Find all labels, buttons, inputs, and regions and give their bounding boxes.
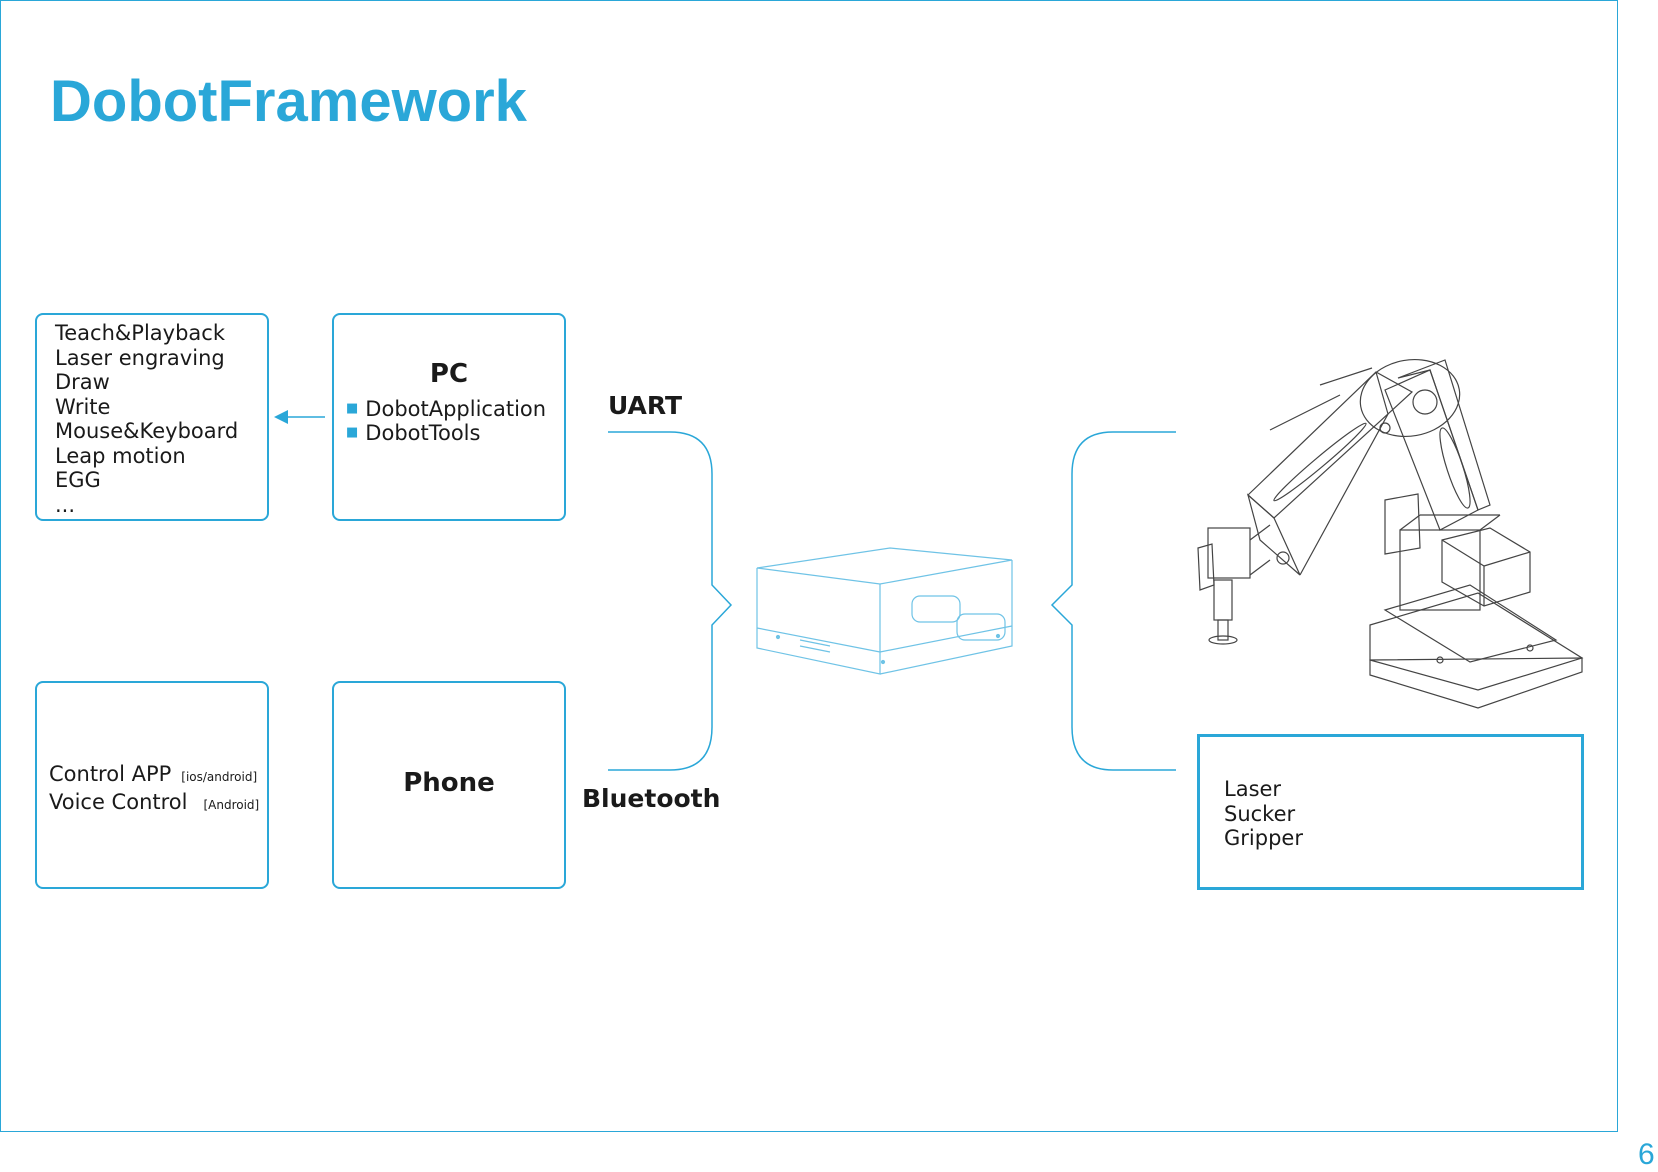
bullet-icon: ■ [346,401,359,416]
page-title: DobotFramework [50,69,527,134]
phone-box: Phone [332,681,566,889]
effector-item: Gripper [1224,826,1303,850]
robot-arm-illustration [1197,358,1584,709]
effector-item: Sucker [1224,801,1296,826]
left-connector-brace [608,431,733,771]
applications-box: Teach&Playback Laser engraving Draw Writ… [35,313,269,521]
app-item: Leap motion [55,443,186,468]
uart-label: UART [608,391,683,420]
right-connector-brace [1050,431,1176,771]
pc-item: ■DobotApplication [346,397,547,421]
effector-item: Laser [1224,777,1282,801]
end-effectors-list: Laser Sucker Gripper [1224,777,1303,851]
page-number: 6 [1638,1138,1655,1171]
mobile-app-item: Control APP[ios/android] [49,762,258,786]
pc-box: PC ■DobotApplication ■DobotTools [332,313,566,521]
mobile-apps-list: Control APP[ios/android] Voice Control[A… [49,762,259,817]
app-item: Mouse&Keyboard [55,419,239,443]
app-item: Write [55,394,111,419]
app-item: Draw [55,370,110,394]
applications-list: Teach&Playback Laser engraving Draw Writ… [55,321,238,517]
app-item: Teach&Playback [55,321,225,345]
end-effectors-box: Laser Sucker Gripper [1197,734,1584,890]
pc-heading: PC [429,359,469,389]
app-item: ... [55,492,76,517]
app-item: Laser engraving [55,345,225,370]
mobile-app-item: Voice Control[Android] [49,789,260,814]
mobile-apps-box: Control APP[ios/android] Voice Control[A… [35,681,269,889]
pc-item: ■DobotTools [346,421,481,445]
app-item: EGG [55,468,101,492]
slide-frame [0,0,1618,1132]
arrow-left-icon [274,410,325,424]
phone-heading: Phone [403,768,495,798]
controller-box-illustration [756,547,1013,675]
bluetooth-label: Bluetooth [582,784,721,813]
bullet-icon: ■ [346,425,359,440]
